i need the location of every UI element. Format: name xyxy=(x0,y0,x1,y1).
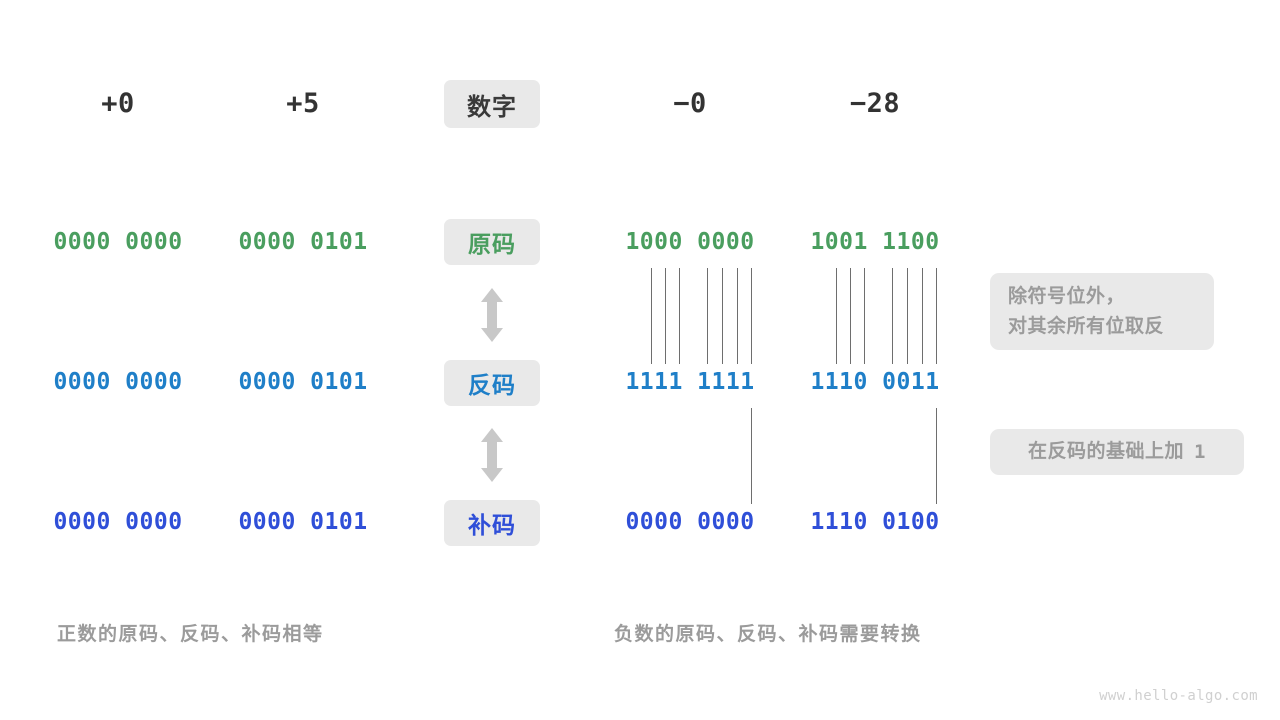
invert-connector-line xyxy=(651,268,652,364)
invert-connector-line xyxy=(722,268,723,364)
column-header-plus-zero: +0 xyxy=(101,88,135,119)
note-invert-bits: 除符号位外， 对其余所有位取反 xyxy=(990,273,1214,350)
invert-connector-line xyxy=(864,268,865,364)
note-add-one-text: 在反码的基础上加 xyxy=(1028,441,1185,462)
invert-connector-line xyxy=(936,268,937,364)
row-label-header-number: 数字 xyxy=(444,80,540,128)
arrow-sign-magnitude-to-ones-complement xyxy=(479,288,505,342)
plus-one-connector-line xyxy=(751,408,752,504)
note-invert-line-1: 除符号位外， xyxy=(1008,285,1126,307)
invert-connector-line xyxy=(836,268,837,364)
note-invert-line-2: 对其余所有位取反 xyxy=(1008,315,1165,337)
note-add-one: 在反码的基础上加 1 xyxy=(990,429,1244,475)
value-sign-magnitude-plus-five: 0000 0101 xyxy=(238,229,368,255)
invert-connector-line xyxy=(922,268,923,364)
invert-connector-line xyxy=(892,268,893,364)
column-header-plus-five: +5 xyxy=(286,88,320,119)
value-twos-complement-minus-twentyeight: 1110 0100 xyxy=(810,509,940,535)
caption-positive: 正数的原码、反码、补码相等 xyxy=(57,624,324,645)
invert-connector-line xyxy=(850,268,851,364)
value-sign-magnitude-minus-zero: 1000 0000 xyxy=(625,229,755,255)
row-label-sign-magnitude: 原码 xyxy=(444,219,540,265)
invert-connector-line xyxy=(737,268,738,364)
value-twos-complement-plus-five: 0000 0101 xyxy=(238,509,368,535)
plus-one-connector-line xyxy=(936,408,937,504)
invert-connector-line xyxy=(679,268,680,364)
value-twos-complement-minus-zero: 0000 0000 xyxy=(625,509,755,535)
value-twos-complement-plus-zero: 0000 0000 xyxy=(53,509,183,535)
value-ones-complement-minus-twentyeight: 1110 0011 xyxy=(810,369,940,395)
arrow-ones-complement-to-twos-complement xyxy=(479,428,505,482)
value-sign-magnitude-plus-zero: 0000 0000 xyxy=(53,229,183,255)
value-sign-magnitude-minus-twentyeight: 1001 1100 xyxy=(810,229,940,255)
note-add-one-value: 1 xyxy=(1194,441,1206,463)
caption-negative: 负数的原码、反码、补码需要转换 xyxy=(614,624,922,645)
invert-connector-line xyxy=(665,268,666,364)
column-header-minus-zero: −0 xyxy=(673,88,707,119)
row-label-twos-complement: 补码 xyxy=(444,500,540,546)
column-header-minus-twentyeight: −28 xyxy=(849,88,901,119)
value-ones-complement-plus-zero: 0000 0000 xyxy=(53,369,183,395)
invert-connector-line xyxy=(707,268,708,364)
watermark: www.hello-algo.com xyxy=(1099,688,1258,704)
invert-connector-line xyxy=(907,268,908,364)
value-ones-complement-minus-zero: 1111 1111 xyxy=(625,369,755,395)
invert-connector-line xyxy=(751,268,752,364)
row-label-ones-complement: 反码 xyxy=(444,360,540,406)
value-ones-complement-plus-five: 0000 0101 xyxy=(238,369,368,395)
